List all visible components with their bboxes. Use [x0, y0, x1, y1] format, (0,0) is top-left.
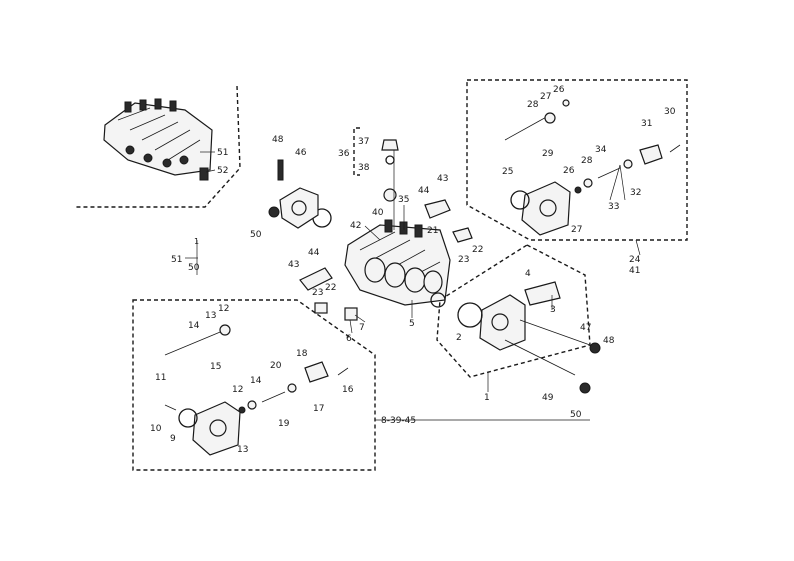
- section-1-parts: [457, 281, 601, 394]
- label-14-mid: 14: [250, 376, 262, 386]
- label-3: 3: [550, 305, 556, 315]
- label-48-top: 48: [272, 135, 284, 145]
- group-boundaries: [75, 79, 688, 471]
- end-cover-46: [268, 159, 319, 229]
- label-34: 34: [595, 145, 607, 155]
- boundary-section-1: [436, 244, 591, 378]
- label-28-mid: 28: [581, 156, 593, 166]
- label-44-top: 44: [418, 186, 430, 196]
- label-22-left: 22: [325, 283, 336, 293]
- label-1-group: 1: [194, 237, 199, 246]
- label-48-right: 48: [603, 336, 615, 346]
- label-21: 21: [427, 226, 438, 236]
- label-46: 46: [295, 148, 307, 158]
- label-26-mid: 26: [563, 166, 575, 176]
- label-26-top: 26: [553, 85, 565, 95]
- main-valve-block: [299, 139, 473, 321]
- label-23-left: 23: [312, 288, 323, 298]
- label-31: 31: [641, 119, 652, 129]
- label-20: 20: [270, 361, 282, 371]
- label-4: 4: [525, 269, 531, 279]
- label-23-right: 23: [458, 255, 469, 265]
- label-2: 2: [456, 333, 462, 343]
- label-18: 18: [296, 349, 308, 359]
- label-22-right: 22: [472, 245, 483, 255]
- label-30: 30: [664, 107, 676, 117]
- label-16: 16: [342, 385, 354, 395]
- label-7: 7: [359, 323, 365, 333]
- label-27-mid: 27: [571, 225, 582, 235]
- label-49: 49: [542, 393, 554, 403]
- label-50-group: 50: [188, 263, 200, 273]
- label-24: 24: [629, 255, 641, 265]
- label-5: 5: [409, 319, 415, 329]
- label-15: 15: [210, 362, 221, 372]
- boundary-assembly: [75, 85, 241, 208]
- label-10: 10: [150, 424, 162, 434]
- label-27-top: 27: [540, 92, 551, 102]
- label-13-top: 13: [205, 311, 216, 321]
- label-41: 41: [629, 266, 640, 276]
- label-33: 33: [608, 202, 619, 212]
- label-19: 19: [278, 419, 290, 429]
- label-42: 42: [350, 221, 361, 231]
- label-38: 38: [358, 163, 370, 173]
- label-36: 36: [338, 149, 350, 159]
- label-47: 47: [580, 323, 591, 333]
- label-8-39-45: 8-39-45: [381, 416, 416, 426]
- label-35: 35: [398, 195, 409, 205]
- label-40: 40: [372, 208, 384, 218]
- label-1: 1: [484, 393, 490, 403]
- label-17: 17: [313, 404, 324, 414]
- label-44-left: 44: [308, 248, 320, 258]
- boundary-section-8-39-45: [132, 299, 376, 471]
- label-51-group: 51: [171, 255, 182, 265]
- label-14-top: 14: [188, 321, 200, 331]
- section-24-41-parts: [504, 99, 681, 236]
- label-6: 6: [346, 334, 352, 344]
- label-50-left: 50: [250, 230, 262, 240]
- label-9: 9: [170, 434, 176, 444]
- label-37: 37: [358, 137, 369, 147]
- label-32: 32: [630, 188, 641, 198]
- boundary-36: [353, 127, 360, 176]
- label-43-left: 43: [288, 260, 299, 270]
- assembled-valve-bank: [103, 98, 216, 181]
- label-12-mid: 12: [232, 385, 243, 395]
- label-50-right: 50: [570, 410, 582, 420]
- part-labels: 51 52 51 1 50 48 46 50 37 36 38 35 44 43…: [150, 85, 676, 455]
- label-11: 11: [155, 373, 166, 383]
- label-25: 25: [502, 167, 513, 177]
- label-12-top: 12: [218, 304, 229, 314]
- label-28-top: 28: [527, 100, 539, 110]
- boundary-section-24-41: [466, 79, 688, 241]
- label-13-mid: 13: [237, 445, 248, 455]
- leader-lines: [185, 150, 641, 421]
- section-8-39-45-parts: [164, 324, 349, 456]
- label-52: 52: [217, 166, 228, 176]
- label-29: 29: [542, 149, 554, 159]
- label-43-top: 43: [437, 174, 448, 184]
- label-51: 51: [217, 148, 228, 158]
